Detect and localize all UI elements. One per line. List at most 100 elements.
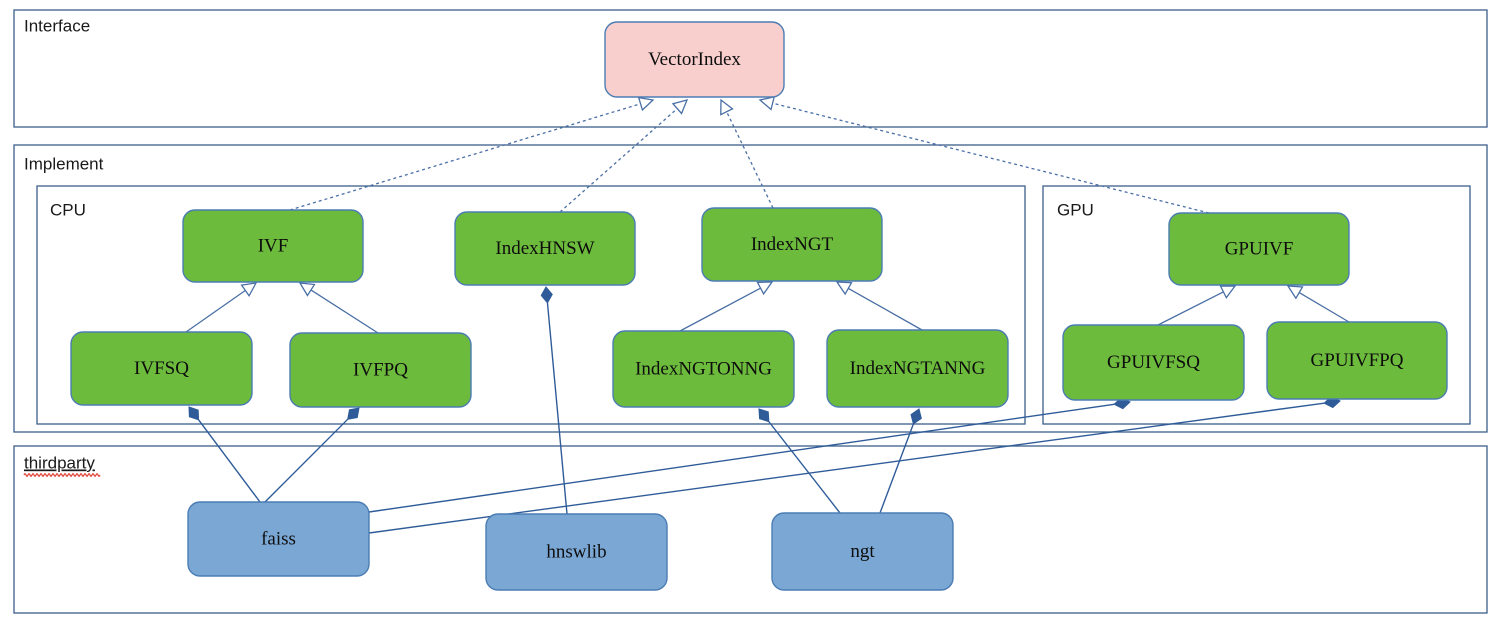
panel-interface: Interface: [13, 9, 1488, 128]
panel-label-cpu: CPU: [50, 200, 86, 219]
node-label-indexngtonng: IndexNGTONNG: [635, 358, 772, 379]
composition-diamond: [758, 408, 770, 423]
node-box-faiss[interactable]: [187, 501, 370, 577]
node-box-gpuivfpq[interactable]: [1266, 321, 1448, 400]
hollow-triangle-arrowhead: [1286, 285, 1304, 300]
panel-implement: Implement: [13, 144, 1488, 433]
edge-line: [879, 423, 915, 514]
edge-gpuivfpq-to-gpuivf: [1286, 285, 1350, 323]
node-box-hnswlib[interactable]: [485, 513, 668, 591]
hollow-triangle-arrowhead: [1219, 285, 1237, 299]
node-box-vectorindex[interactable]: [604, 21, 785, 98]
node-ivfpq[interactable]: IVFPQ: [289, 332, 472, 408]
node-label-indexngt: IndexNGT: [751, 234, 834, 255]
node-box-ivf[interactable]: [182, 209, 364, 283]
node-label-indexhnsw: IndexHNSW: [495, 238, 594, 259]
edge-line: [1298, 291, 1350, 323]
node-label-indexngtanng: IndexNGTANNG: [850, 358, 986, 379]
node-gpuivf[interactable]: GPUIVF: [1168, 212, 1350, 286]
edge-line: [1157, 290, 1225, 326]
node-ngt[interactable]: ngt: [771, 512, 954, 591]
node-box-indexngtonng[interactable]: [612, 330, 795, 408]
node-indexngt[interactable]: IndexNGT: [701, 207, 883, 282]
node-indexngtanng[interactable]: IndexNGTANNG: [826, 329, 1009, 408]
node-box-ivfsq[interactable]: [70, 331, 253, 406]
edge-faiss-to-ivfpq: [264, 407, 360, 503]
panel-border-cpu: [36, 185, 1026, 425]
edge-ivf-to-vectorindex: [289, 96, 655, 211]
node-vectorindex[interactable]: VectorIndex: [604, 21, 785, 98]
node-gpuivfsq[interactable]: GPUIVFSQ: [1062, 324, 1245, 401]
panel-cpu: CPU: [36, 185, 1026, 425]
node-box-gpuivf[interactable]: [1168, 212, 1350, 286]
panel-label-interface: Interface: [24, 16, 90, 35]
node-label-ivfpq: IVFPQ: [353, 359, 408, 380]
panel-border-implement: [13, 144, 1488, 433]
panel-border-thirdparty: [13, 445, 1488, 614]
composition-diamond: [910, 408, 922, 425]
node-label-ngt: ngt: [850, 541, 875, 562]
node-label-gpuivfsq: GPUIVFSQ: [1107, 352, 1200, 373]
composition-diamond: [540, 286, 553, 304]
node-ivf[interactable]: IVF: [182, 209, 364, 283]
edge-ngt-to-indexngtanng: [879, 408, 922, 514]
edge-ngt-to-indexngtonng: [758, 408, 841, 514]
edge-gpuivfsq-to-gpuivf: [1157, 285, 1237, 326]
panel-label-implement: Implement: [24, 154, 104, 173]
node-label-gpuivf: GPUIVF: [1225, 238, 1294, 259]
node-box-gpuivfsq[interactable]: [1062, 324, 1245, 401]
hollow-triangle-arrowhead: [240, 282, 258, 298]
hollow-triangle-arrowhead: [298, 282, 316, 297]
edge-faiss-to-ivfsq: [188, 406, 261, 503]
node-box-indexngtanng[interactable]: [826, 329, 1009, 408]
edge-line: [198, 419, 261, 503]
edge-ivfsq-to-ivf: [185, 282, 258, 333]
spellcheck-underline-thirdparty: [23, 473, 101, 477]
edge-line: [368, 403, 1115, 513]
node-label-ivf: IVF: [258, 235, 289, 256]
hollow-triangle-arrowhead: [758, 96, 776, 111]
edge-indexngtonng-to-indexngt: [679, 281, 774, 332]
edge-line: [185, 289, 247, 333]
edge-line: [847, 287, 923, 331]
panel-label-thirdparty: thirdparty: [24, 453, 95, 472]
edge-ivfpq-to-ivf: [298, 282, 379, 334]
hollow-triangle-arrowhead: [756, 281, 774, 296]
node-box-indexhnsw[interactable]: [454, 211, 636, 286]
node-box-indexngt[interactable]: [701, 207, 883, 282]
node-ivfsq[interactable]: IVFSQ: [70, 331, 253, 406]
node-label-ivfsq: IVFSQ: [134, 358, 189, 379]
node-box-ivfpq[interactable]: [289, 332, 472, 408]
edge-indexngtanng-to-indexngt: [835, 281, 923, 331]
edge-hnswlib-to-indexhnsw: [540, 286, 568, 515]
hollow-triangle-arrowhead: [637, 96, 655, 112]
edge-line: [725, 110, 774, 209]
panel-thirdparty: thirdparty: [13, 445, 1488, 614]
node-gpuivfpq[interactable]: GPUIVFPQ: [1266, 321, 1448, 400]
node-label-hnswlib: hnswlib: [546, 541, 606, 562]
edge-line: [546, 302, 568, 515]
panel-label-gpu: GPU: [1057, 200, 1094, 219]
node-indexngtonng[interactable]: IndexNGTONNG: [612, 330, 795, 408]
edges-layer: [185, 96, 1350, 534]
panel-border-gpu: [1042, 185, 1471, 425]
composition-diamond: [188, 406, 200, 421]
panel-border-interface: [13, 9, 1488, 128]
edge-line: [289, 102, 642, 211]
node-label-gpuivfpq: GPUIVFPQ: [1311, 350, 1404, 371]
node-faiss[interactable]: faiss: [187, 501, 370, 577]
edge-line: [768, 421, 841, 514]
edge-line: [309, 288, 379, 334]
node-indexhnsw[interactable]: IndexHNSW: [454, 211, 636, 286]
edge-gpuivf-to-vectorindex: [758, 96, 1210, 214]
edge-faiss-to-gpuivfsq: [368, 397, 1131, 513]
node-box-ngt[interactable]: [771, 512, 954, 591]
hollow-triangle-arrowhead: [835, 281, 853, 296]
node-label-vectorindex: VectorIndex: [648, 49, 741, 70]
node-hnswlib[interactable]: hnswlib: [485, 513, 668, 591]
edge-line: [264, 418, 349, 503]
